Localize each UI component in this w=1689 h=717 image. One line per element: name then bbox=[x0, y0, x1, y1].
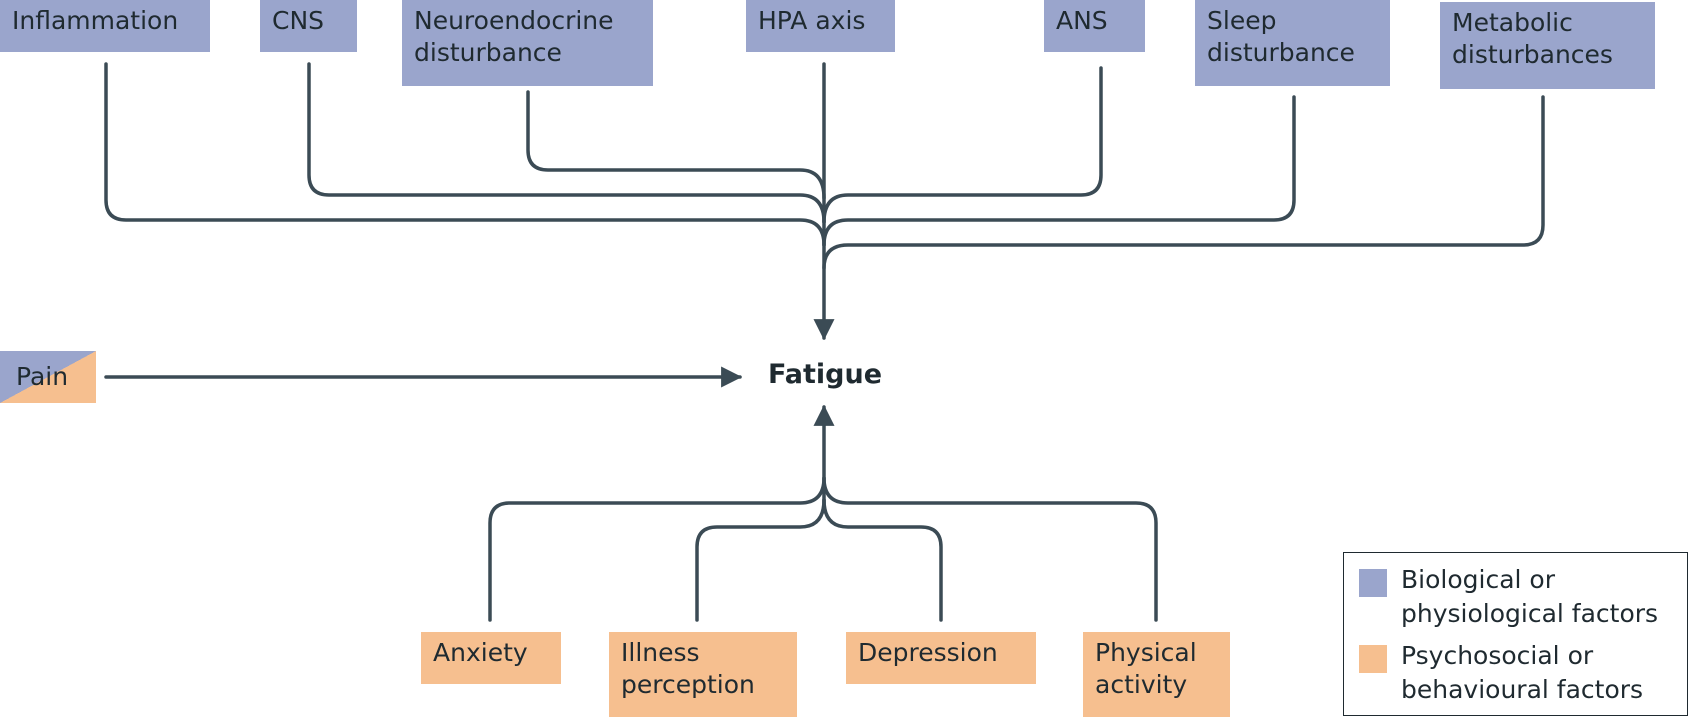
line-physical bbox=[822, 476, 1158, 622]
line-illness bbox=[695, 498, 826, 622]
factor-anxiety: Anxiety bbox=[421, 632, 561, 684]
factor-pain: Pain bbox=[0, 351, 96, 403]
legend-swatch-psychosocial bbox=[1359, 645, 1387, 673]
factor-metabolic-disturbances: Metabolic disturbances bbox=[1440, 2, 1655, 89]
line-inflammation bbox=[104, 62, 826, 247]
factor-inflammation: Inflammation bbox=[0, 0, 210, 52]
legend-label-psychosocial: Psychosocial or behavioural factors bbox=[1401, 641, 1644, 704]
factor-sleep-disturbance: Sleep disturbance bbox=[1195, 0, 1390, 86]
legend-label-biological: Biological or physiological factors bbox=[1401, 565, 1659, 628]
factor-physical-activity: Physical activity bbox=[1083, 632, 1230, 717]
fatigue-label: Fatigue bbox=[767, 359, 883, 390]
factor-ans: ANS bbox=[1044, 0, 1145, 52]
line-anxiety bbox=[488, 476, 826, 622]
factor-illness-perception: Illness perception bbox=[609, 632, 797, 717]
factor-cns: CNS bbox=[260, 0, 357, 52]
legend: Biological or physiological factors Psyc… bbox=[1343, 552, 1688, 716]
line-ans bbox=[822, 66, 1103, 224]
line-sleep bbox=[822, 95, 1296, 247]
line-neuroendocrine bbox=[526, 90, 826, 200]
factor-depression: Depression bbox=[846, 632, 1036, 684]
legend-swatch-biological bbox=[1359, 569, 1387, 597]
line-metabolic bbox=[822, 95, 1545, 270]
factor-hpa-axis: HPA axis bbox=[746, 0, 895, 52]
line-depression bbox=[822, 498, 943, 622]
factor-neuroendocrine-disturbance: Neuroendocrine disturbance bbox=[402, 0, 653, 86]
line-cns bbox=[307, 62, 826, 224]
